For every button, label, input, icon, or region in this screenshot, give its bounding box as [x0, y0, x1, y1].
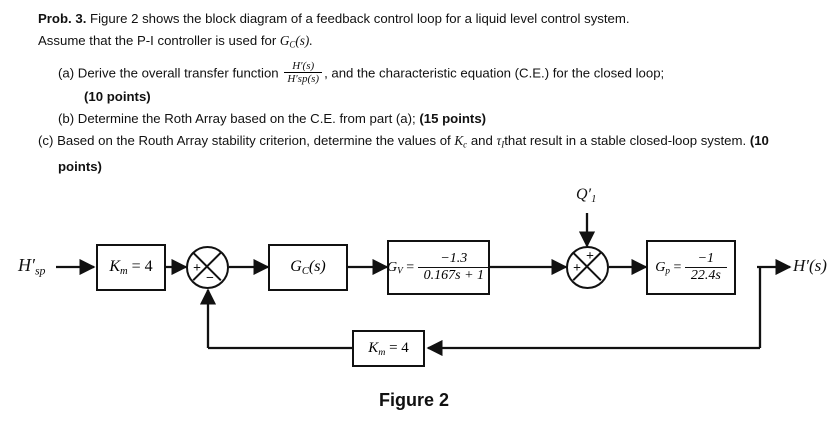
- valve-transfer-function: −1.3 0.167s + 1: [417, 250, 491, 284]
- problem-intro-line-1: Prob. 3. Figure 2 shows the block diagra…: [38, 8, 798, 30]
- summing-junction-1: + −: [186, 246, 229, 289]
- disturbance-signal-label: Q′1: [576, 186, 596, 205]
- block-valve: GV = −1.3 0.167s + 1: [386, 240, 491, 295]
- valve-subscript: V: [397, 265, 403, 276]
- measurement-gain-symbol: K: [109, 257, 120, 275]
- block-measurement-gain: Km = 4: [96, 244, 166, 291]
- process-label: Gp = −1 22.4s: [655, 251, 727, 284]
- part-a-points: (10 points): [84, 89, 151, 105]
- part-a-tag: (a): [58, 64, 75, 80]
- measurement-gain-subscript: m: [120, 266, 128, 278]
- part-c-text-after: that result in a stable closed-loop syst…: [504, 133, 747, 149]
- process-subscript: p: [665, 265, 670, 276]
- controller-symbol: G: [290, 257, 302, 275]
- part-b-text: Determine the Roth Array based on the C.…: [77, 111, 416, 127]
- controller-argument: (s): [308, 257, 326, 275]
- problem-statement: Prob. 3. Figure 2 shows the block diagra…: [38, 8, 798, 178]
- part-c-text-mid: and: [470, 133, 493, 149]
- valve-denominator: 0.167s + 1: [417, 267, 491, 284]
- valve-numerator: −1.3: [440, 250, 468, 266]
- process-numerator: −1: [697, 250, 715, 266]
- problem-part-a: (a) Derive the overall transfer function…: [38, 59, 798, 87]
- process-transfer-function: −1 22.4s: [684, 250, 727, 284]
- controller-label: GC(s): [290, 258, 326, 277]
- problem-intro-line-2: Assume that the P-I controller is used f…: [38, 30, 798, 56]
- summing-junction-2-sign-left: +: [573, 260, 581, 276]
- block-feedback-gain: Km = 4: [352, 330, 425, 367]
- part-a-text-before: Derive the overall transfer function: [77, 64, 279, 80]
- controller-subscript: C: [301, 266, 309, 278]
- problem-part-b: (b) Determine the Roth Array based on th…: [38, 108, 798, 130]
- gc-argument: (s).: [295, 33, 313, 48]
- transfer-function-fraction: H′(s) H′sp(s): [284, 59, 323, 86]
- kc-symbol: K: [454, 133, 464, 149]
- valve-equals: =: [406, 259, 415, 275]
- input-signal-subscript: sp: [34, 263, 46, 278]
- disturbance-subscript: 1: [591, 194, 597, 206]
- summing-junction-2: + +: [566, 246, 609, 289]
- feedback-gain-value: = 4: [389, 339, 409, 356]
- fraction-numerator: H′(s): [292, 59, 315, 72]
- feedback-gain-label: Km = 4: [368, 340, 409, 358]
- process-denominator: 22.4s: [684, 267, 727, 284]
- summing-junction-1-sign-left: +: [193, 260, 201, 276]
- gc-symbol: G: [279, 33, 290, 48]
- fraction-denominator: H′sp(s): [284, 71, 323, 85]
- part-c-tag: (c): [38, 133, 54, 149]
- block-process: Gp = −1 22.4s: [646, 240, 736, 295]
- tau-subscript: I: [501, 139, 505, 150]
- gc-subscript: C: [289, 39, 296, 50]
- part-c-points: (10 points): [58, 133, 769, 174]
- feedback-gain-symbol: K: [368, 339, 379, 356]
- summing-junction-1-sign-bottom: −: [206, 271, 214, 286]
- part-a-text-after: , and the characteristic equation (C.E.)…: [324, 64, 665, 80]
- part-b-points: (15 points): [419, 111, 487, 127]
- problem-part-c: (c) Based on the Routh Array stability c…: [38, 130, 798, 178]
- feedback-gain-subscript: m: [378, 346, 386, 358]
- problem-intro-text-2: Assume that the P-I controller is used f…: [38, 33, 277, 48]
- valve-symbol: G: [386, 259, 398, 275]
- measurement-gain-value: = 4: [131, 257, 153, 275]
- problem-intro-text-1: Figure 2 shows the block diagram of a fe…: [90, 11, 630, 26]
- figure-caption: Figure 2: [378, 390, 449, 410]
- tau-symbol: τ: [496, 133, 502, 149]
- process-symbol: G: [655, 259, 666, 275]
- measurement-gain-label: Km = 4: [109, 258, 152, 277]
- valve-label: GV = −1.3 0.167s + 1: [386, 250, 491, 284]
- part-b-tag: (b): [58, 111, 75, 127]
- disturbance-symbol: Q′: [576, 186, 592, 203]
- kc-subscript: c: [463, 139, 468, 150]
- input-signal-label: H′sp: [18, 255, 46, 279]
- output-signal-label: H′(s): [793, 256, 827, 275]
- block-controller: GC(s): [268, 244, 348, 291]
- process-equals: =: [673, 259, 682, 275]
- problem-label: Prob. 3.: [38, 11, 87, 26]
- part-c-text-before: Based on the Routh Array stability crite…: [57, 133, 451, 149]
- summing-junction-2-sign-top: +: [586, 249, 594, 264]
- input-signal-symbol: H′: [18, 255, 35, 275]
